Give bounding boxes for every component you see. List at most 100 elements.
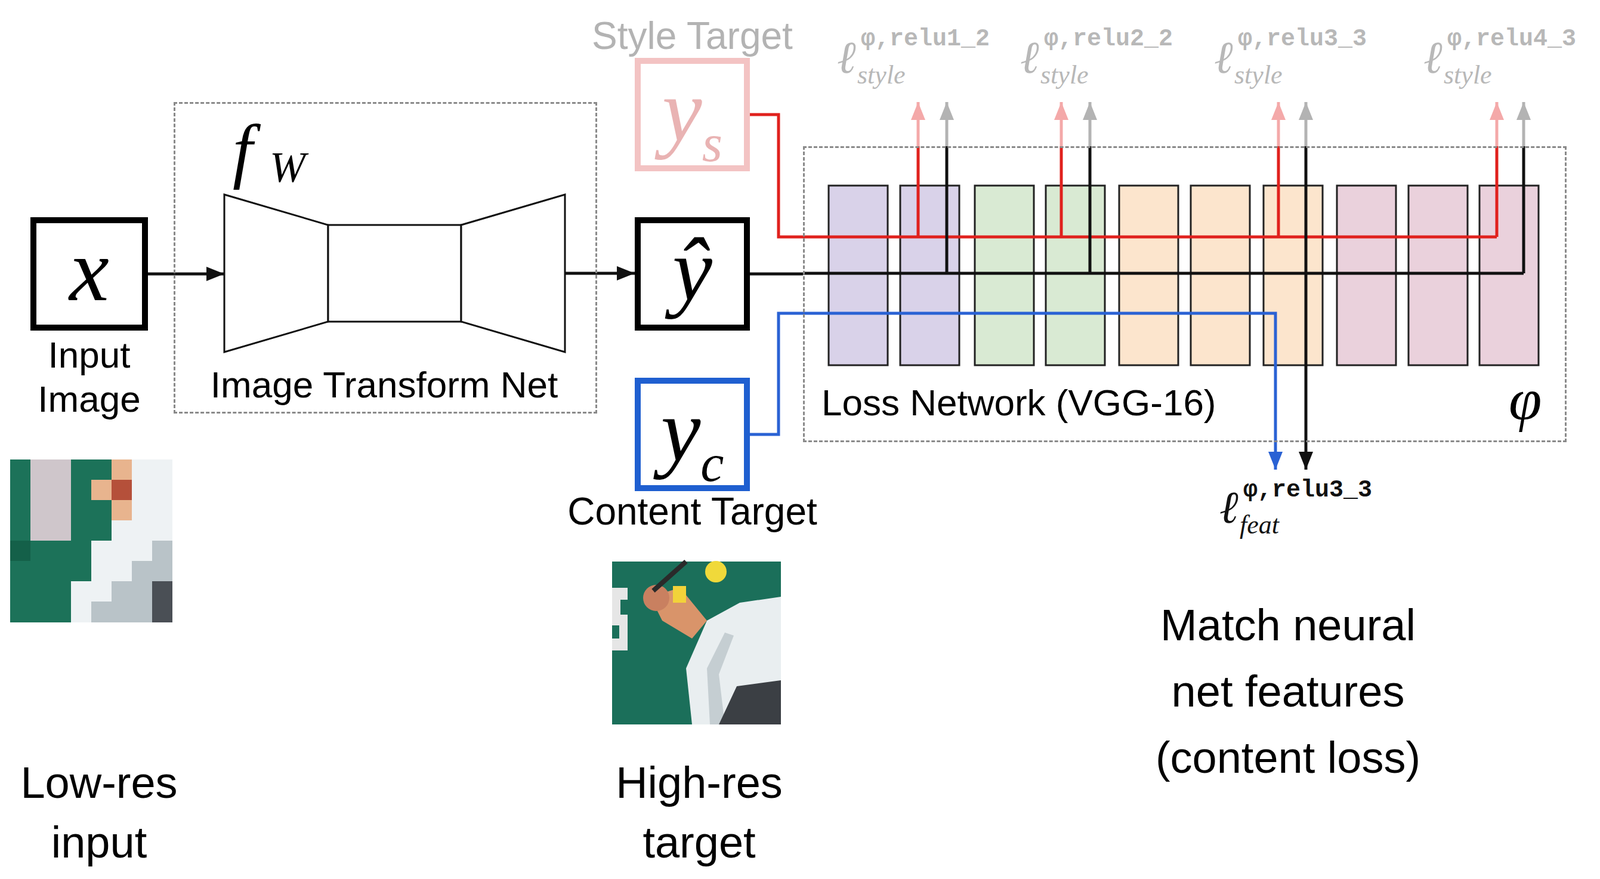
style-target-box: ysStyle Target (634, 57, 750, 172)
symbol-row: yc (660, 385, 725, 475)
layer-superscript: φ,relu3_3 (1243, 478, 1373, 503)
transform-net-group: fW Image Transform Net (173, 102, 598, 414)
pixel-block (131, 459, 173, 480)
conv-layer (1190, 185, 1250, 366)
box-caption: Style Target (591, 13, 793, 60)
pixel-block (131, 560, 173, 582)
pixel-block (91, 540, 153, 561)
content-target-box: ycContent Target (634, 377, 750, 491)
box-caption: Content Target (567, 488, 818, 535)
pixel-block (111, 499, 132, 521)
style-loss-arrow (1522, 102, 1526, 147)
conv-layer (1119, 185, 1179, 366)
pixel-block (10, 459, 173, 623)
symbol-row: x (69, 224, 110, 315)
loss-subscript: style (857, 62, 906, 89)
loss-subscript: style (1443, 62, 1493, 89)
style-loss-arrow (916, 102, 920, 147)
pixel-block (91, 479, 112, 500)
box-caption: Input Image (17, 332, 162, 422)
loss-subscript: style (1234, 62, 1283, 89)
math-symbol: x (69, 224, 110, 315)
math-symbol: φ (1508, 369, 1542, 430)
loss-symbol: ℓ (1020, 34, 1040, 80)
pixel-block (131, 479, 173, 500)
connector (749, 272, 803, 276)
pixel-block (152, 540, 173, 561)
annotation-text: High-res target (597, 752, 801, 873)
pixel-block (111, 520, 173, 541)
output-box: ŷ (634, 217, 750, 331)
low-res-image (10, 459, 173, 623)
style-loss-arrow (1495, 102, 1499, 147)
racket-handle (653, 561, 687, 591)
pixel-block (70, 581, 112, 602)
layer-superscript: φ,relu2_2 (1043, 27, 1173, 52)
connector (564, 272, 635, 276)
high-res-image (612, 560, 781, 725)
loss-symbol: ℓ (1219, 484, 1239, 530)
pixel-block (70, 601, 92, 623)
group-caption: Image Transform Net (210, 362, 558, 407)
style-loss-arrow (1304, 102, 1308, 147)
conv-layer (828, 185, 888, 366)
player-shorts (718, 680, 781, 725)
layer-superscript: φ,relu1_2 (860, 27, 990, 52)
math-symbol: y (662, 65, 703, 156)
layer-superscript: φ,relu3_3 (1237, 27, 1367, 52)
pixel-block (111, 459, 132, 480)
pixel-block (91, 560, 132, 582)
decoder-trapezoid (461, 194, 565, 352)
group-caption: Loss Network (VGG-16) (821, 384, 1217, 422)
output-tap-line (802, 146, 1524, 274)
loss-symbol: ℓ (1214, 34, 1234, 80)
input-box: xInput Image (30, 217, 148, 331)
encoder-trapezoid (224, 194, 329, 352)
pixel-block (111, 479, 132, 500)
style-loss-arrow (1088, 102, 1092, 147)
content-tap-line (802, 313, 1276, 470)
feature-loss-arrow (1304, 273, 1308, 470)
math-subscript: W (269, 145, 306, 189)
photo-ground (612, 561, 781, 725)
transform-net-figure (224, 194, 565, 352)
vgg-layers (828, 185, 1539, 366)
connector (749, 114, 803, 237)
pixel-block (91, 601, 153, 623)
connector (749, 313, 803, 435)
loss-subscript: feat (1239, 511, 1280, 539)
style-loss-arrow (1277, 102, 1281, 147)
math-subscript: c (700, 437, 724, 490)
connector (147, 272, 225, 276)
headband (705, 560, 727, 583)
bottleneck-rect (328, 224, 462, 322)
symbol-row: ys (662, 65, 723, 156)
pixel-block (131, 499, 173, 521)
symbol-row: ŷ (672, 224, 713, 315)
loss-subscript: style (1040, 62, 1089, 89)
pixel-block (152, 601, 173, 623)
style-tap-line (802, 146, 1497, 237)
annotation-text: Match neural net features (content loss) (1126, 591, 1450, 791)
math-symbol: y (660, 385, 701, 475)
conv-layer (1045, 185, 1105, 366)
loss-network-group: Loss Network (VGG-16) φ (802, 146, 1567, 443)
pixel-block (111, 581, 153, 602)
style-loss-arrow (1060, 102, 1064, 147)
layer-superscript: φ,relu4_3 (1447, 27, 1577, 52)
conv-layer (1479, 185, 1539, 366)
loss-symbol: ℓ (1423, 34, 1443, 80)
style-loss-arrow (945, 102, 949, 147)
conv-layer (900, 185, 960, 366)
annotation-text: Low-res input (3, 752, 195, 873)
wristband (672, 585, 687, 603)
math-subscript: s (702, 117, 723, 171)
conv-layer (1336, 185, 1396, 366)
conv-layer (974, 185, 1034, 366)
math-symbol: f (232, 114, 253, 187)
feature-taps (802, 102, 1524, 470)
pixel-block (152, 581, 173, 602)
pixel-block (30, 459, 71, 541)
